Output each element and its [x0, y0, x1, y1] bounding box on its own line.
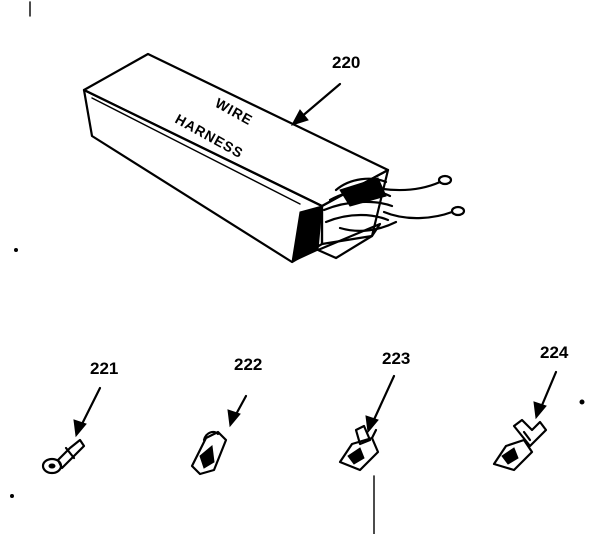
terminal-224-shadow [501, 447, 519, 465]
terminal-224-crimp [522, 430, 532, 442]
terminal-223-tab [354, 424, 372, 446]
callout-222: 222 [234, 355, 262, 374]
arrowhead-220 [290, 109, 309, 126]
wire-ring-upper [437, 174, 453, 186]
leader-224 [538, 370, 558, 412]
arrowhead-222 [227, 409, 241, 428]
terminal-224 [492, 418, 548, 472]
callout-221: 221 [90, 359, 118, 378]
wire-ring-lower [450, 205, 466, 217]
terminal-222-shadow [199, 445, 215, 469]
callout-220: 220 [332, 53, 360, 72]
leader-221 [78, 386, 102, 430]
callout-223: 223 [382, 349, 410, 368]
box-bottom-flap [316, 222, 382, 260]
leader-223 [370, 374, 396, 426]
scan-dot-bottom-left [10, 494, 14, 498]
leader-220 [298, 82, 342, 120]
box-dark-edge [291, 205, 323, 263]
terminal-223-barrel [370, 428, 378, 440]
terminal-222-tab [202, 430, 220, 442]
arrowhead-223 [365, 415, 379, 434]
scan-dot-left [14, 248, 18, 252]
bundle-shadow [339, 177, 387, 207]
terminal-221 [41, 438, 86, 475]
wire-tail-loop [338, 220, 398, 232]
wire-harness-box: WIRE HARNESS [82, 52, 466, 264]
terminal-222-body [190, 430, 228, 476]
bundle-wire-4 [324, 213, 390, 224]
wire-tail-upper [374, 180, 442, 192]
terminal-221-barrel [56, 438, 86, 470]
arrowhead-221 [73, 419, 87, 438]
box-label-wire: WIRE [213, 95, 256, 129]
terminal-223-flag [338, 436, 380, 472]
box-crease [91, 97, 301, 205]
scan-dot-right [579, 399, 585, 405]
arrowhead-224 [533, 401, 547, 420]
box-left-edge [83, 89, 93, 137]
callout-224: 224 [540, 343, 569, 362]
terminal-223-shadow [347, 447, 365, 465]
bundle-wire-1 [334, 177, 388, 192]
terminal-223 [338, 424, 380, 472]
terminal-221-hole [48, 463, 56, 469]
terminal-221-crimp [64, 446, 76, 460]
wire-tail-lower [382, 210, 454, 220]
box-front-face [82, 88, 324, 264]
terminal-224-barrel [512, 418, 548, 448]
terminal-222 [190, 430, 228, 476]
box-top-face [82, 52, 390, 208]
terminal-224-flag [492, 438, 534, 472]
